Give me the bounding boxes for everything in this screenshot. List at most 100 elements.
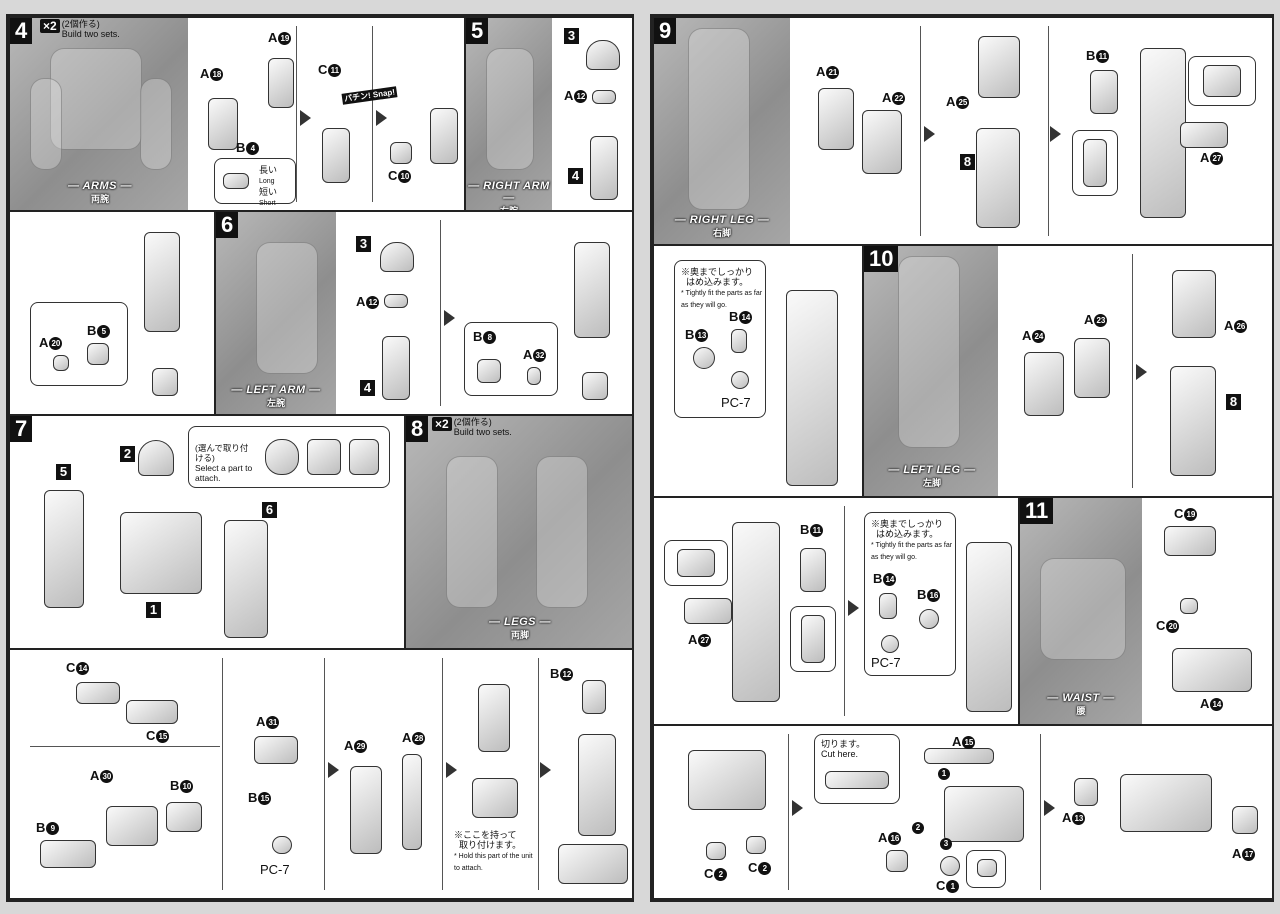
part-ref-2: 2 (120, 446, 135, 462)
foot-assembly (558, 844, 628, 884)
leg-frame (1170, 366, 1216, 476)
waist-joint (1164, 526, 1216, 556)
step-arrow (1050, 126, 1061, 142)
small-joint (1180, 598, 1198, 614)
order-1: 1 (938, 768, 950, 780)
hip-cap (940, 856, 960, 876)
step-arrow (1044, 800, 1055, 816)
waist-frame (1172, 648, 1252, 692)
rear-skirt (1232, 806, 1258, 834)
front-skirt (1074, 778, 1098, 806)
part-ref-5: 5 (56, 464, 71, 480)
waist-assembly (1120, 774, 1212, 832)
arm-block (430, 108, 458, 164)
skirt-part (924, 748, 994, 764)
shin-frame (402, 754, 422, 850)
leg-assembly (732, 522, 780, 702)
ankle-assembly (472, 778, 518, 818)
ring-part (592, 90, 616, 104)
torso-part (120, 512, 202, 594)
left-arm-assembly (224, 520, 268, 638)
build-two-badge: ×2(2個作る)Build two sets. (40, 19, 120, 39)
order-3: 3 (940, 838, 952, 850)
ankle-part (106, 806, 158, 846)
hold-note: ※ここを持って 取り付けます。* Hold this part of the u… (454, 830, 533, 872)
fit-callout: ※奥までしっかり はめ込みます。* Tightly fit the parts … (674, 260, 766, 418)
knee-guard (800, 548, 826, 592)
shoulder-part (380, 242, 414, 272)
thigh-assembly (978, 36, 1020, 98)
arms-illustration: — ARMS —両腕 (10, 18, 188, 210)
upper-arm-part (574, 242, 610, 338)
waist-caption: — WAIST —腰 (1047, 692, 1115, 716)
upper-arm-part (144, 232, 180, 332)
step-8-panel: — LEGS —両脚 8 ×2(2個作る)Build two sets. (404, 414, 632, 650)
select-part-callout: (選んで取り付ける)Select a part to attach. (188, 426, 390, 488)
step-arrow (444, 310, 455, 326)
right-arm-caption: — RIGHT ARM —右腕 (468, 180, 550, 212)
step-number: 5 (466, 18, 489, 44)
head-part (138, 440, 174, 476)
elbow-part (322, 128, 350, 183)
step-number: 6 (216, 212, 239, 238)
part-ref-6: 6 (262, 502, 277, 518)
knee-guard-callout (790, 606, 836, 672)
knee-guard-callout (1072, 130, 1118, 196)
arm-assembly (590, 136, 618, 200)
step-number: 9 (654, 18, 677, 44)
hip-cap-callout (966, 850, 1006, 888)
part-ref-8: 8 (960, 154, 975, 170)
part-ref-4: 4 (360, 380, 375, 396)
thigh-inner (1074, 338, 1110, 398)
legs-caption: — LEGS —両脚 (488, 616, 552, 640)
left-leg-caption: — LEFT LEG —左脚 (888, 464, 976, 488)
waist-assembly (944, 786, 1024, 842)
step-number: 4 (10, 18, 33, 44)
waist-illustration: — WAIST —腰 (1020, 498, 1142, 724)
ankle-guard-callout (664, 540, 728, 586)
arm-assembly (382, 336, 410, 400)
left-arm-caption: — LEFT ARM —左腕 (231, 384, 321, 408)
step-arrow (540, 762, 551, 778)
joint-block (390, 142, 412, 164)
ankle-guard (1180, 122, 1228, 148)
fist-part (582, 372, 608, 400)
step-arrow (376, 110, 387, 126)
shin-assembly (478, 684, 510, 752)
step-arrow (1136, 364, 1147, 380)
hand-part (268, 58, 294, 108)
right-arm-assembly (44, 490, 84, 608)
pc7-part (272, 836, 292, 854)
